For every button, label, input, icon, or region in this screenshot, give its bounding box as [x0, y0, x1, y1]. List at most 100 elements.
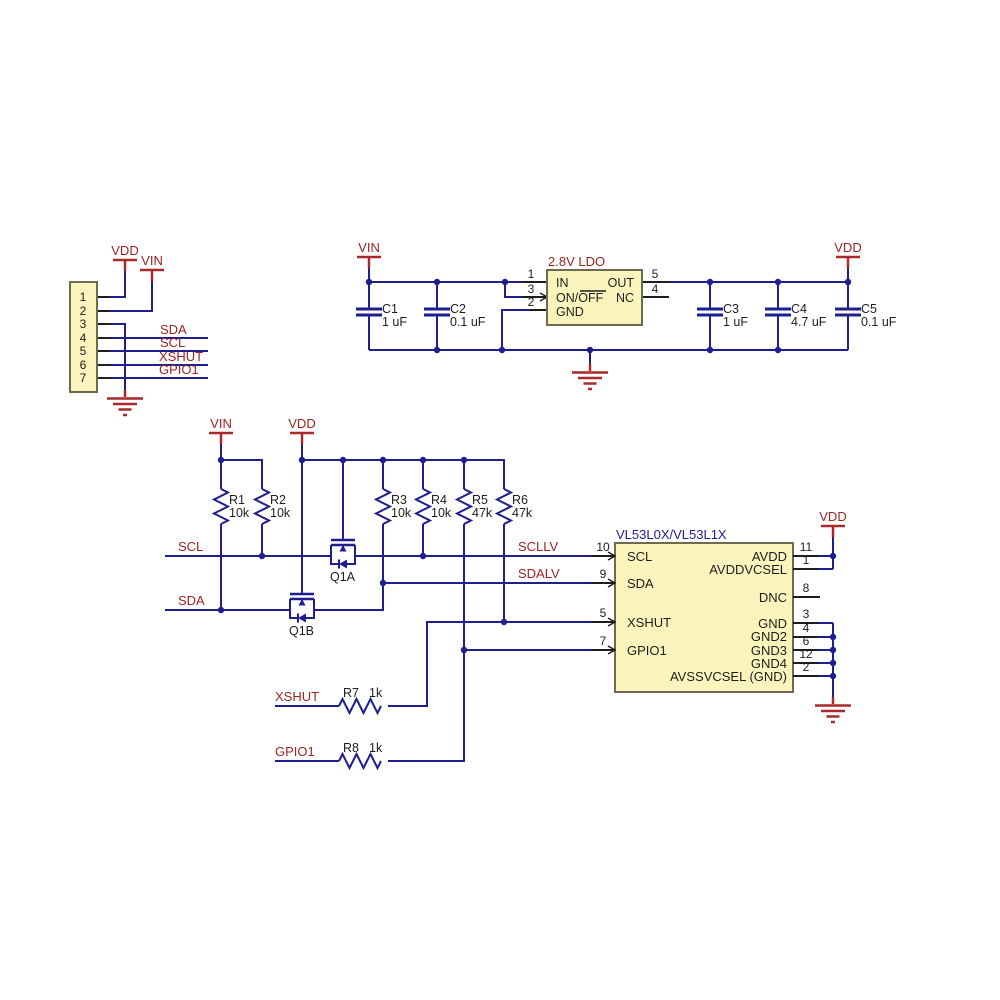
capacitor-labels: C1 1 uF C2 0.1 uF C3 1 uF C4 4.7 uF C5 0…: [382, 302, 897, 329]
net-label-xshut-top: XSHUT: [159, 349, 203, 364]
cap-c2-value: 0.1 uF: [450, 315, 486, 329]
ic-pin-gnd: GND: [758, 616, 787, 631]
net-label-scl: SCL: [178, 539, 203, 554]
r2-name: R2: [270, 493, 286, 507]
vin-label-connector: VIN: [141, 253, 163, 268]
connector-pin-3: 3: [80, 317, 87, 331]
ldo-num-1: 1: [528, 267, 535, 281]
ic-pin-sda: SDA: [627, 576, 654, 591]
r3-value: 10k: [391, 506, 412, 520]
series-resistor-section: XSHUT GPIO1 R7 1k R8 1k: [275, 618, 591, 769]
ic-right-pins: 11 1 8 3 4 6 12 2 AVDD AVDDVCSEL DNC GND…: [670, 540, 820, 684]
pullup-labels: R1 10k R2 10k R3 10k R4 10k R5 47k R6 47…: [229, 493, 533, 520]
ldo-pin-labels: IN ON/OFF GND OUT NC: [556, 276, 634, 319]
r8-value: 1k: [369, 741, 383, 755]
ic-pin-dnc: DNC: [759, 590, 787, 605]
vdd-label-connector: VDD: [111, 243, 138, 258]
cap-c3-name: C3: [723, 302, 739, 316]
cap-c4-value: 4.7 uF: [791, 315, 827, 329]
ic-num-7: 7: [600, 634, 607, 648]
net-label-sda: SDA: [178, 593, 205, 608]
ic-pin-avdd: AVDD: [752, 549, 787, 564]
connector-pin-5: 5: [80, 344, 87, 358]
connector-net-labels: SDA SCL XSHUT GPIO1: [159, 322, 203, 377]
net-label-gpio1-top: GPIO1: [159, 362, 199, 377]
level-shifter-section: VIN VDD: [165, 416, 591, 650]
cap-c1-name: C1: [382, 302, 398, 316]
r6-name: R6: [512, 493, 528, 507]
r1-name: R1: [229, 493, 245, 507]
level-shifter-junction-dots: [217, 456, 468, 614]
q1b-label: Q1B: [289, 624, 314, 638]
ic-left-pins: 10 9 5 7 SCL SDA XSHUT GPIO1: [591, 540, 671, 658]
ldo-pin-nc: NC: [616, 291, 634, 305]
ldo-pin-gnd: GND: [556, 305, 584, 319]
vdd-label-mid: VDD: [288, 416, 315, 431]
r1-value: 10k: [229, 506, 250, 520]
cap-c4-name: C4: [791, 302, 807, 316]
connector-pin-4: 4: [80, 331, 87, 345]
ic-pin-xshut: XSHUT: [627, 615, 671, 630]
ic-pin-gnd3: GND3: [751, 643, 787, 658]
net-label-scllv: SCLLV: [518, 539, 559, 554]
cap-c2-name: C2: [450, 302, 466, 316]
ic-junction-dots: [829, 552, 837, 680]
series-wires: [275, 621, 591, 762]
r4-name: R4: [431, 493, 447, 507]
header-connector-section: VDD VIN 1 2 3 4 5 6 7 SDA SCL XSHUT: [69, 243, 208, 417]
ldo-pin-numbers: 1 3 2 5 4: [528, 267, 659, 309]
ic-pin-gpio1: GPIO1: [627, 643, 667, 658]
cap-c5-value: 0.1 uF: [861, 315, 897, 329]
ic-pin-scl: SCL: [627, 549, 652, 564]
r8-name: R8: [343, 741, 359, 755]
r5-value: 47k: [472, 506, 493, 520]
connector-pin-6: 6: [80, 358, 87, 372]
net-label-sda-top: SDA: [160, 322, 187, 337]
net-label-scl-top: SCL: [160, 335, 185, 350]
ic-num-5: 5: [600, 606, 607, 620]
ic-num-11: 11: [800, 540, 813, 554]
r3-name: R3: [391, 493, 407, 507]
ldo-num-2: 2: [528, 295, 535, 309]
ic-num-8: 8: [803, 581, 810, 595]
ldo-pin-onoff: ON/OFF: [556, 291, 604, 305]
ic-body: [614, 542, 794, 693]
connector-pin-7: 7: [80, 371, 87, 385]
connector-pin-1: 1: [80, 290, 87, 304]
connector-wires: [97, 271, 208, 390]
ic-pin-gnd4: GND4: [751, 656, 787, 671]
ldo-num-5: 5: [652, 267, 659, 281]
net-label-xshut: XSHUT: [275, 689, 319, 704]
net-label-gpio1: GPIO1: [275, 744, 315, 759]
connector-pin-2: 2: [80, 304, 87, 318]
i2c-net-labels: SCL SDA SCLLV SDALV: [178, 539, 560, 608]
level-shifter-wires: [165, 444, 591, 650]
cap-c5-name: C5: [861, 302, 877, 316]
cap-c1-value: 1 uF: [382, 315, 407, 329]
connector-pin-numbers: 1 2 3 4 5 6 7: [80, 290, 87, 385]
ldo-junction-dots: [365, 278, 852, 354]
q1a-label: Q1A: [330, 570, 356, 584]
ic-num-12: 12: [799, 647, 813, 661]
ldo-body: [546, 269, 643, 326]
vin-label-ldo: VIN: [358, 240, 380, 255]
cap-c3-value: 1 uF: [723, 315, 748, 329]
ldo-pin-in: IN: [556, 276, 569, 290]
series-junction-dots: [460, 618, 508, 654]
ldo-num-3: 3: [528, 282, 535, 296]
ic-title: VL53L0X/VL53L1X: [616, 527, 727, 542]
ic-pin-avddvcsel: AVDDVCSEL: [709, 562, 787, 577]
ic-num-1: 1: [803, 553, 810, 567]
vin-label-mid: VIN: [210, 416, 232, 431]
ic-num-2: 2: [803, 660, 810, 674]
ldo-num-4: 4: [652, 282, 659, 296]
ldo-pin-out: OUT: [608, 276, 635, 290]
ic-num-3: 3: [803, 607, 810, 621]
connector-body: [69, 281, 98, 393]
sensor-ic-section: VL53L0X/VL53L1X 10 9 5 7 SCL SDA XSHUT G…: [591, 509, 853, 724]
ic-pin-gnd2: GND2: [751, 629, 787, 644]
ic-num-6: 6: [803, 634, 810, 648]
ic-power-wiring: [818, 537, 834, 697]
